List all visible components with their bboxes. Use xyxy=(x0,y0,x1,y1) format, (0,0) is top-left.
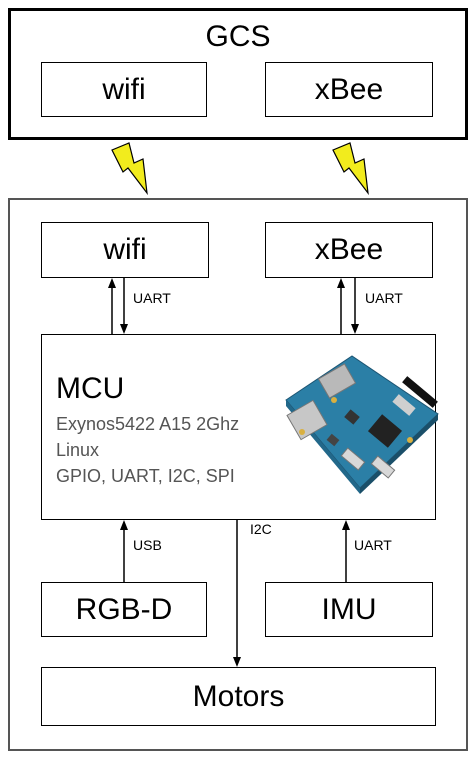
drone-wifi-block: wifi xyxy=(41,222,209,278)
wireless-link-icon xyxy=(332,142,369,196)
drone-wifi-label: wifi xyxy=(103,233,147,266)
rgbd-label: RGB-D xyxy=(75,592,173,626)
rgbd-link-label: USB xyxy=(133,537,162,553)
wifi-link-label: UART xyxy=(133,290,171,306)
gcs-title: GCS xyxy=(205,20,271,53)
gcs-frame xyxy=(8,8,468,140)
mcu-spec-cpu: Exynos5422 A15 2Ghz xyxy=(56,414,240,434)
gcs-xbee-label: xBee xyxy=(314,72,384,106)
rgbd-block: RGB-D xyxy=(41,582,207,637)
motors-label: Motors xyxy=(192,679,285,713)
xbee-link-label: UART xyxy=(365,290,403,306)
gcs-wifi-label: wifi xyxy=(102,72,146,106)
imu-label: IMU xyxy=(321,592,377,626)
drone-frame xyxy=(8,198,468,751)
gcs-xbee-block: xBee xyxy=(265,62,433,117)
wireless-link-icon xyxy=(111,142,148,196)
mcu-spec-os: Linux xyxy=(56,440,100,460)
drone-xbee-label: xBee xyxy=(314,233,384,266)
gcs-wifi-block: wifi xyxy=(41,62,207,117)
drone-xbee-block: xBee xyxy=(265,222,433,278)
mcu-spec-interfaces: GPIO, UART, I2C, SPI xyxy=(56,466,235,486)
mcu-title: MCU xyxy=(56,372,125,405)
imu-link-label: UART xyxy=(354,537,392,553)
imu-block: IMU xyxy=(265,582,433,637)
motors-link-label: I2C xyxy=(250,521,272,537)
motors-block: Motors xyxy=(41,667,436,726)
